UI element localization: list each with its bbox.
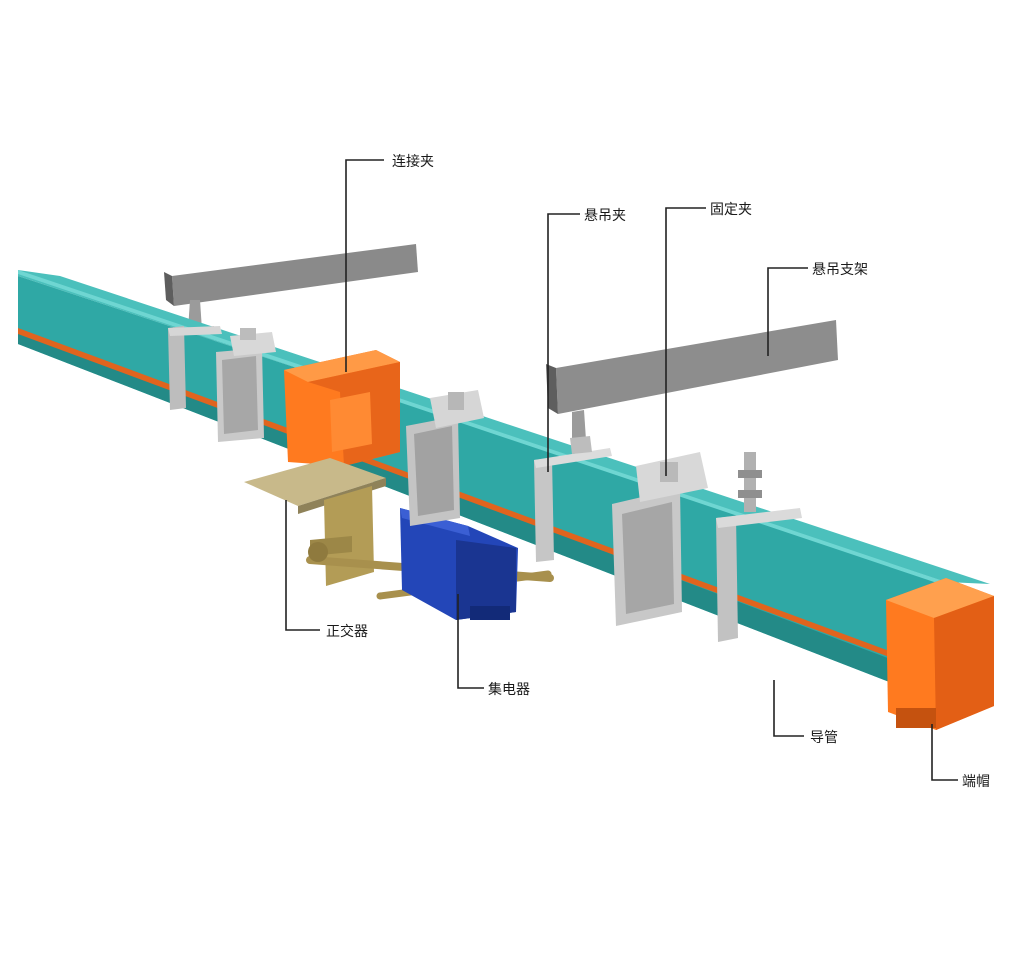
leader-fixing-clamp <box>665 207 706 476</box>
leader-hanger-clamp <box>547 213 580 472</box>
label-connector-clamp: 连接夹 <box>392 153 434 170</box>
label-hanger-clamp: 悬吊夹 <box>584 208 626 224</box>
label-conduit: 导管 <box>810 730 838 746</box>
end-cap <box>886 578 994 730</box>
leader-hanger-bracket <box>767 267 808 356</box>
rail-top-face <box>18 270 990 584</box>
leader-collector <box>457 594 484 689</box>
conductor-rail <box>18 270 990 704</box>
fixing-clamp-left <box>216 328 276 442</box>
label-switch: 正交器 <box>326 623 368 640</box>
hanger-clamp-right <box>534 436 612 562</box>
leader-switch <box>285 500 320 631</box>
leader-end-cap <box>931 724 958 781</box>
label-hanger-bracket: 悬吊支架 <box>812 262 868 278</box>
label-collector: 集电器 <box>488 681 530 698</box>
switch-device <box>244 458 554 600</box>
hanger-bracket-right <box>546 320 838 442</box>
connector-clamp <box>284 350 400 466</box>
label-end-cap: 端帽 <box>962 774 990 790</box>
fixing-clamp-middle <box>406 390 484 526</box>
rail-stripe <box>18 328 946 678</box>
hanger-clamp-far-right <box>716 452 802 642</box>
leader-conduit <box>773 680 804 737</box>
switch-plate <box>244 458 386 506</box>
leader-connector-clamp <box>345 159 384 372</box>
hanger-clamp-left <box>168 326 222 410</box>
fixing-clamp-right <box>612 452 708 626</box>
label-fixing-clamp: 固定夹 <box>710 202 752 218</box>
